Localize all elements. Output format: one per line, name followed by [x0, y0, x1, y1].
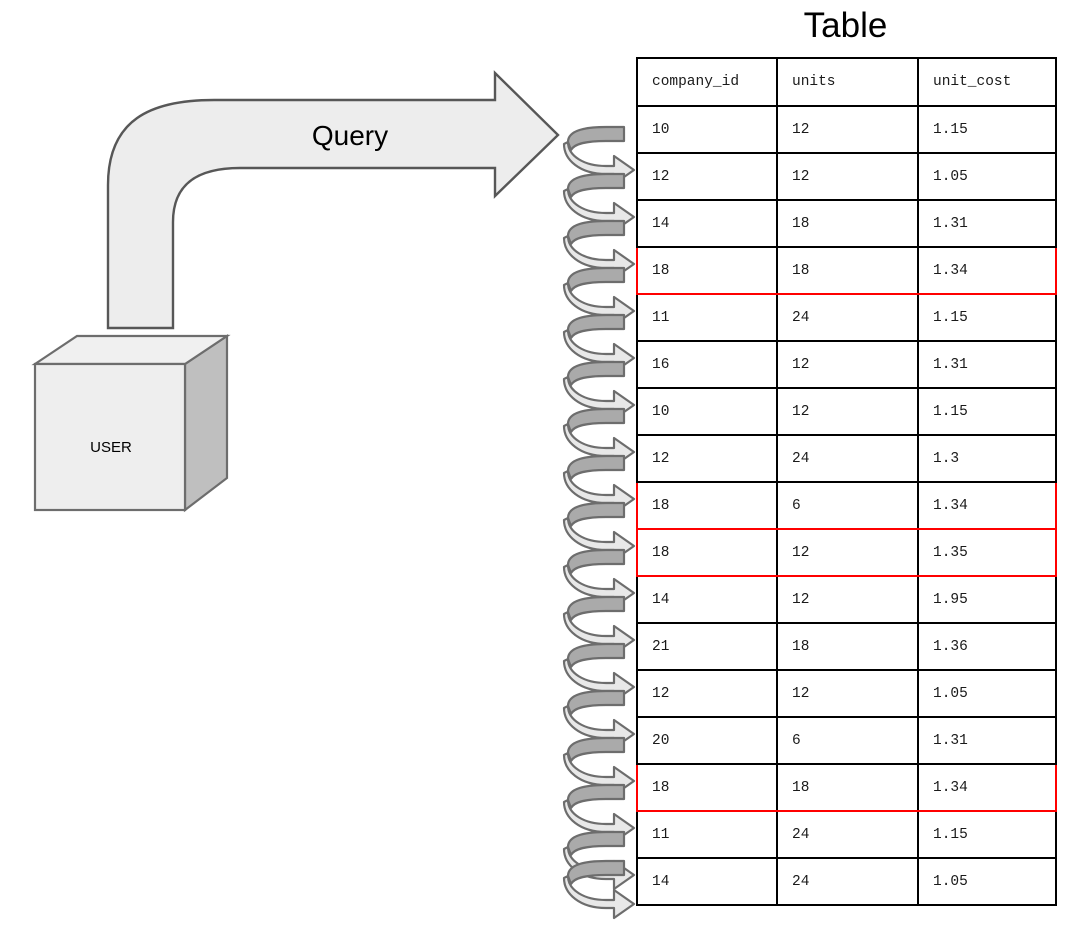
table-cell: 14 [636, 199, 778, 248]
table-cell: 14 [636, 575, 778, 624]
table-cell: 11 [636, 293, 778, 342]
table-cell: 12 [636, 152, 778, 201]
column-header-company-id: company_id [636, 57, 778, 107]
table-cell: 1.15 [917, 293, 1057, 342]
table-cell: 12 [776, 105, 919, 154]
table-cell: 12 [776, 340, 919, 389]
table-cell: 12 [776, 575, 919, 624]
table-cell: 12 [776, 152, 919, 201]
table-cell: 24 [776, 434, 919, 483]
table-cell: 12 [776, 528, 919, 577]
page-title: Table [803, 6, 888, 45]
table-cell: 12 [636, 669, 778, 718]
table-cell: 1.34 [917, 763, 1057, 812]
table-cell: 11 [636, 810, 778, 859]
table-cell: 12 [776, 387, 919, 436]
table-cell: 6 [776, 716, 919, 765]
curved-query-arrow [106, 70, 560, 330]
column-header-unit-cost: unit_cost [917, 57, 1057, 107]
table-cell: 10 [636, 387, 778, 436]
table-cell: 18 [776, 763, 919, 812]
table-cell: 10 [636, 105, 778, 154]
loop-arrow [562, 859, 636, 920]
table-cell: 1.15 [917, 105, 1057, 154]
table-cell: 1.34 [917, 246, 1057, 295]
table-cell: 1.36 [917, 622, 1057, 671]
table-cell: 1.15 [917, 387, 1057, 436]
user-cube-icon [31, 333, 231, 513]
table-cell: 20 [636, 716, 778, 765]
table-cell: 18 [636, 246, 778, 295]
table-cell: 18 [636, 763, 778, 812]
table-cell: 1.95 [917, 575, 1057, 624]
table-cell: 1.34 [917, 481, 1057, 530]
table-header-row: company_id units unit_cost [636, 57, 1057, 107]
table-cell: 12 [636, 434, 778, 483]
table-cell: 21 [636, 622, 778, 671]
table-cell: 1.31 [917, 340, 1057, 389]
table-cell: 1.15 [917, 810, 1057, 859]
table-cell: 1.35 [917, 528, 1057, 577]
table-cell: 18 [636, 481, 778, 530]
table-cell: 1.3 [917, 434, 1057, 483]
table-cell: 1.05 [917, 857, 1057, 906]
table-cell: 14 [636, 857, 778, 906]
table-cell: 16 [636, 340, 778, 389]
user-cube-label: USER [90, 439, 132, 456]
table-cell: 1.05 [917, 669, 1057, 718]
query-arrow-label: Query [311, 120, 389, 151]
table-cell: 18 [776, 246, 919, 295]
table-cell: 24 [776, 293, 919, 342]
loop-arrow-stack [562, 125, 636, 920]
table-cell: 18 [776, 199, 919, 248]
table-cell: 12 [776, 669, 919, 718]
table-cell: 24 [776, 857, 919, 906]
table-head: company_id units unit_cost [636, 57, 1057, 107]
table-cell: 18 [776, 622, 919, 671]
table-cell: 1.31 [917, 199, 1057, 248]
column-header-units: units [776, 57, 919, 107]
table-cell: 18 [636, 528, 778, 577]
table-cell: 1.05 [917, 152, 1057, 201]
table-cell: 1.31 [917, 716, 1057, 765]
table-cell: 6 [776, 481, 919, 530]
table-cell: 24 [776, 810, 919, 859]
